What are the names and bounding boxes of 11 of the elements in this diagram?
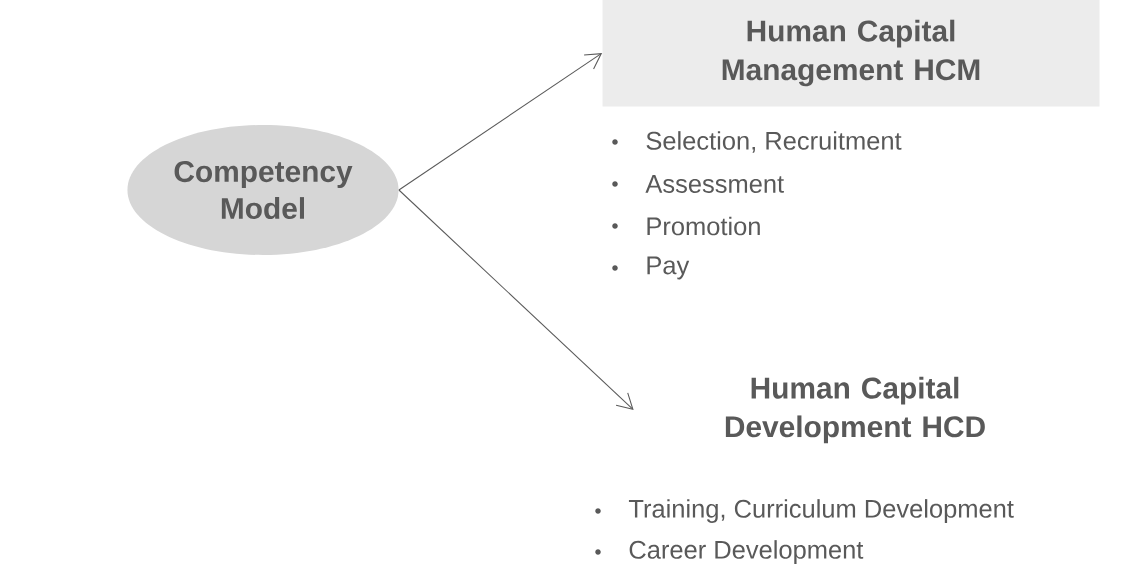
bullet-item: Selection, Recruitment — [646, 131, 902, 153]
bullet-item: Pay — [647, 256, 690, 280]
heading-band: Human Capital Management HCM — [602, 0, 1100, 107]
bullet-item: Career Development — [629, 540, 864, 564]
bullet-item: Training, Curriculum Development — [628, 499, 1014, 523]
bullet-item: Promotion — [647, 216, 760, 236]
ellipse-node: Competency Model — [127, 125, 399, 255]
bullet-item: Assessment — [645, 175, 784, 193]
arrow — [398, 189, 634, 410]
arrow — [398, 53, 603, 191]
heading-text: Human Capital Development HCD — [725, 376, 985, 444]
